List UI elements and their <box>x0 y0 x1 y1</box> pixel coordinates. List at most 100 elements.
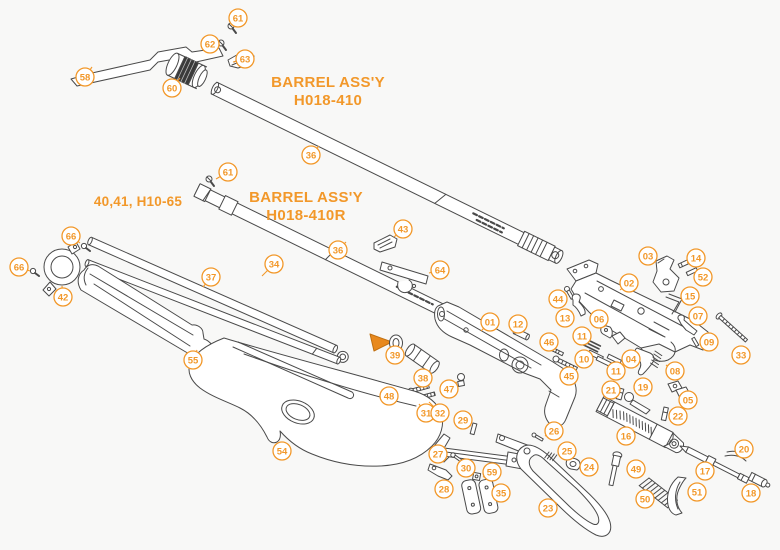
callout-66[interactable]: 66 <box>9 257 31 277</box>
callout-01[interactable]: 01 <box>480 312 500 332</box>
callout-circle[interactable] <box>544 421 564 441</box>
callout-circle[interactable] <box>539 332 559 352</box>
callout-25[interactable]: 25 <box>557 441 577 461</box>
callout-circle[interactable] <box>228 8 248 28</box>
callout-28[interactable]: 28 <box>434 479 454 499</box>
callout-48[interactable]: 48 <box>379 386 399 406</box>
callout-37[interactable]: 37 <box>201 267 221 288</box>
callout-circle[interactable] <box>235 49 255 69</box>
callout-66[interactable]: 66 <box>61 226 81 246</box>
callout-circle[interactable] <box>453 410 473 430</box>
callout-36[interactable]: 36 <box>301 145 321 165</box>
callout-26[interactable]: 26 <box>544 421 564 441</box>
callout-circle[interactable] <box>572 326 592 346</box>
callout-circle[interactable] <box>162 78 182 98</box>
callout-64[interactable]: 64 <box>428 260 450 280</box>
callout-circle[interactable] <box>264 254 284 274</box>
callout-circle[interactable] <box>668 406 688 426</box>
callout-circle[interactable] <box>606 361 626 381</box>
callout-circle[interactable] <box>548 289 568 309</box>
callout-circle[interactable] <box>61 226 81 246</box>
callout-circle[interactable] <box>734 439 754 459</box>
callout-circle[interactable] <box>589 309 609 329</box>
callout-24[interactable]: 24 <box>579 457 599 477</box>
callout-circle[interactable] <box>555 308 575 328</box>
callout-35[interactable]: 35 <box>491 483 511 503</box>
callout-circle[interactable] <box>601 380 621 400</box>
callout-29[interactable]: 29 <box>453 410 473 430</box>
callout-44[interactable]: 44 <box>548 289 568 309</box>
callout-55[interactable]: 55 <box>183 349 203 370</box>
callout-circle[interactable] <box>538 498 558 518</box>
callout-circle[interactable] <box>741 483 761 503</box>
callout-circle[interactable] <box>678 390 698 410</box>
callout-06[interactable]: 06 <box>589 309 609 329</box>
callout-11[interactable]: 11 <box>572 326 592 346</box>
callout-circle[interactable] <box>272 441 292 461</box>
callout-60[interactable]: 60 <box>162 77 182 98</box>
callout-circle[interactable] <box>731 345 751 365</box>
callout-08[interactable]: 08 <box>665 361 685 381</box>
callout-circle[interactable] <box>218 162 238 182</box>
callout-circle[interactable] <box>619 273 639 293</box>
callout-circle[interactable] <box>680 286 700 306</box>
callout-63[interactable]: 63 <box>232 49 255 69</box>
callout-circle[interactable] <box>482 462 502 482</box>
callout-circle[interactable] <box>393 219 413 239</box>
callout-21[interactable]: 21 <box>601 380 621 400</box>
callout-circle[interactable] <box>626 459 646 479</box>
callout-50[interactable]: 50 <box>635 489 655 509</box>
callout-39[interactable]: 39 <box>385 345 405 365</box>
callout-circle[interactable] <box>430 260 450 280</box>
callout-circle[interactable] <box>557 441 577 461</box>
callout-34[interactable]: 34 <box>261 254 284 277</box>
callout-38[interactable]: 38 <box>413 368 433 388</box>
callout-09[interactable]: 09 <box>699 332 719 352</box>
callout-circle[interactable] <box>616 426 636 446</box>
callout-circle[interactable] <box>633 377 653 397</box>
callout-58[interactable]: 58 <box>75 66 95 87</box>
callout-11[interactable]: 11 <box>606 361 626 381</box>
callout-14[interactable]: 14 <box>686 248 706 268</box>
callout-49[interactable]: 49 <box>626 459 646 479</box>
callout-circle[interactable] <box>413 368 433 388</box>
callout-61[interactable]: 61 <box>228 8 248 28</box>
callout-61[interactable]: 61 <box>215 162 238 182</box>
callout-23[interactable]: 23 <box>538 498 558 518</box>
callout-22[interactable]: 22 <box>668 406 688 426</box>
callout-43[interactable]: 43 <box>393 219 413 239</box>
callout-circle[interactable] <box>688 306 708 326</box>
callout-42[interactable]: 42 <box>53 285 73 307</box>
callout-circle[interactable] <box>693 267 713 287</box>
callout-46[interactable]: 46 <box>539 332 559 352</box>
callout-62[interactable]: 62 <box>200 34 221 54</box>
callout-32[interactable]: 32 <box>428 401 450 423</box>
callout-51[interactable]: 51 <box>687 482 707 502</box>
callout-10[interactable]: 10 <box>574 349 594 369</box>
callout-circle[interactable] <box>301 145 321 165</box>
callout-circle[interactable] <box>9 257 29 277</box>
callout-circle[interactable] <box>434 479 454 499</box>
callout-52[interactable]: 52 <box>693 267 713 287</box>
callout-circle[interactable] <box>385 345 405 365</box>
callout-circle[interactable] <box>579 457 599 477</box>
callout-circle[interactable] <box>201 267 221 287</box>
callout-30[interactable]: 30 <box>456 458 476 478</box>
callout-circle[interactable] <box>665 361 685 381</box>
callout-circle[interactable] <box>635 489 655 509</box>
callout-circle[interactable] <box>456 458 476 478</box>
callout-circle[interactable] <box>574 349 594 369</box>
callout-04[interactable]: 04 <box>621 349 641 369</box>
callout-17[interactable]: 17 <box>695 461 715 481</box>
callout-18[interactable]: 18 <box>741 483 761 503</box>
callout-20[interactable]: 20 <box>734 439 754 459</box>
callout-13[interactable]: 13 <box>555 308 575 328</box>
callout-circle[interactable] <box>508 314 528 334</box>
callout-54[interactable]: 54 <box>272 441 292 461</box>
callout-59[interactable]: 59 <box>482 462 502 482</box>
callout-19[interactable]: 19 <box>633 377 653 397</box>
callout-circle[interactable] <box>53 287 73 307</box>
callout-circle[interactable] <box>699 332 719 352</box>
callout-02[interactable]: 02 <box>619 273 639 293</box>
callout-circle[interactable] <box>638 246 658 266</box>
